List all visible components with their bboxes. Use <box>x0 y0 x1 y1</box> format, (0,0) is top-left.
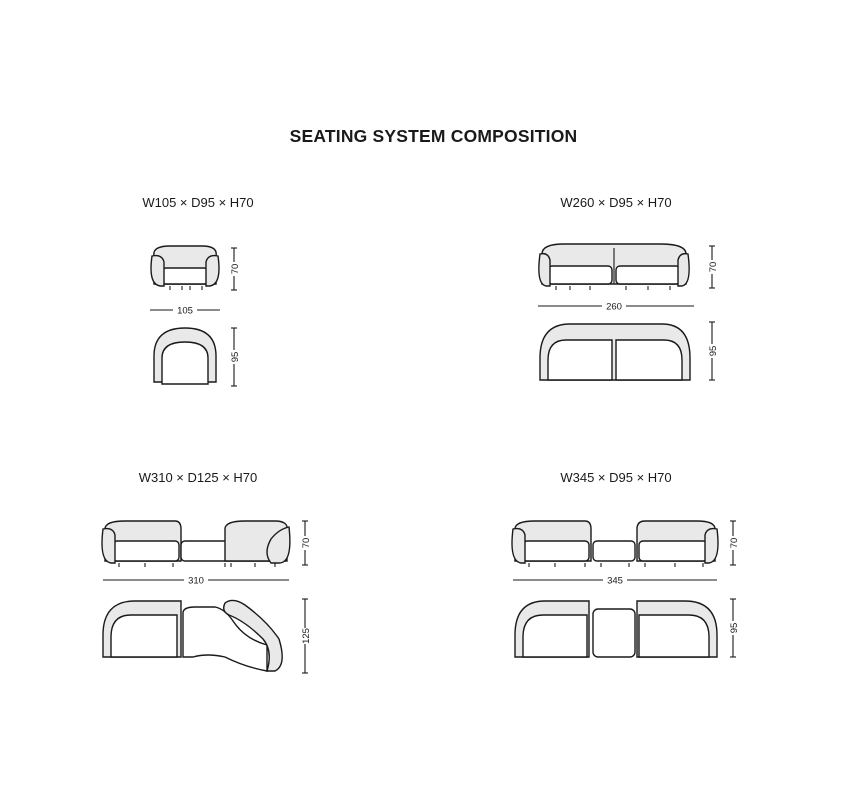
config-1-front-view: 70 105 <box>150 245 241 317</box>
config-3-width-label: 310 <box>188 576 204 587</box>
config-3-front-view: 70 310 <box>101 520 312 587</box>
config-2-height-label: 70 <box>708 262 719 273</box>
config-4-width-label: 345 <box>607 576 623 587</box>
config-4-depth-label: 95 <box>729 623 740 634</box>
page-title: SEATING SYSTEM COMPOSITION <box>289 126 578 146</box>
config-1-depth-label: 95 <box>230 352 241 363</box>
config-2-width-label: 260 <box>606 302 622 313</box>
config-1-height-label: 70 <box>230 264 241 275</box>
config-4-front-view: 70 345 <box>511 520 740 587</box>
config-4-top-view: 95 <box>514 598 740 658</box>
config-4-height-label: 70 <box>729 538 740 549</box>
config-2-depth-label: 95 <box>708 346 719 357</box>
config-1-caption: W105 × D95 × H70 <box>142 195 254 210</box>
config-4-caption: W345 × D95 × H70 <box>560 470 672 485</box>
config-1-width-label: 105 <box>177 306 193 317</box>
config-3-height-label: 70 <box>301 538 312 549</box>
config-3-top-view: 125 <box>102 598 312 674</box>
config-1-top-view: 95 <box>153 327 241 387</box>
config-2-top-view: 95 <box>539 321 719 381</box>
config-3-depth-label: 125 <box>301 628 312 644</box>
config-3-caption: W310 × D125 × H70 <box>138 470 258 485</box>
config-2-front-view: 70 260 <box>538 243 719 313</box>
config-2-caption: W260 × D95 × H70 <box>560 195 672 210</box>
